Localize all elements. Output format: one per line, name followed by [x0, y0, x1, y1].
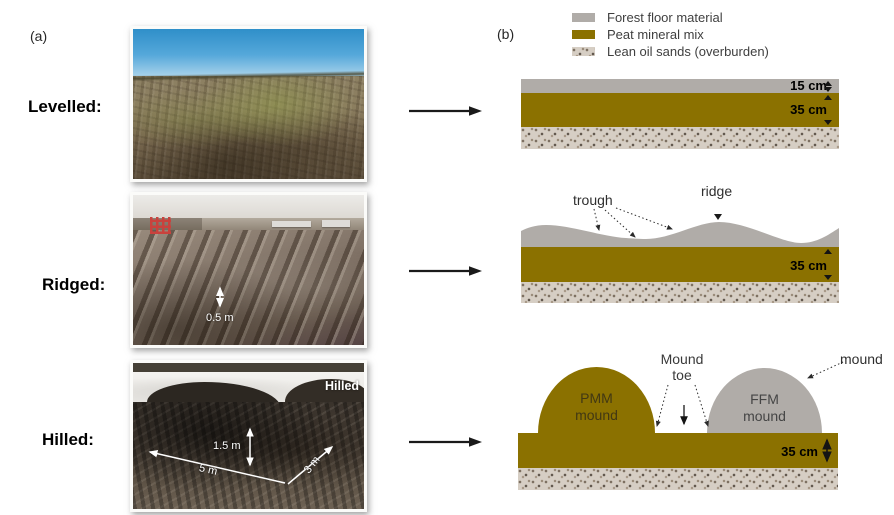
depth-arrow-down-icon — [824, 120, 832, 125]
levelled-site-photo — [130, 26, 367, 182]
legend-label: Lean oil sands (overburden) — [607, 44, 769, 59]
depth-arrow-up-icon — [824, 95, 832, 100]
ridged-diagram: trough ridge 35 cm — [521, 182, 839, 303]
annotation-hilled-caption: Hilled — [325, 379, 360, 393]
legend-item-lean-oil-sands: Lean oil sands (overburden) — [572, 45, 769, 58]
photo-ridged-soil — [133, 229, 364, 345]
ffm-mound-label: FFM mound — [743, 391, 786, 424]
photo-ground — [133, 75, 364, 179]
depth-arrow-down-icon — [824, 87, 832, 92]
forest-floor-wavy-layer — [521, 222, 839, 247]
legend-item-forest-floor: Forest floor material — [572, 11, 723, 24]
building — [271, 220, 311, 227]
hilled-measure-arrows — [148, 427, 334, 485]
trough-ridge-pointer-arrows — [593, 207, 722, 238]
panel-a-label: (a) — [30, 28, 48, 44]
photo-dirt-strip — [133, 363, 364, 372]
building — [322, 219, 351, 227]
pmm-mound-label: PMM mound — [575, 390, 618, 423]
peat-mineral-layer — [521, 93, 839, 127]
flow-arrow-hilled — [409, 437, 482, 447]
legend-swatch-peat-mineral — [572, 30, 595, 39]
legend-label: Peat mineral mix — [607, 27, 704, 42]
forest-floor-layer — [521, 79, 839, 93]
annotation-ridge-height: 0.5 m — [206, 312, 234, 324]
lean-oil-sands-layer — [518, 468, 838, 490]
hilled-diagram: PMM mound FFM mound Mound toe mound 35 c… — [518, 348, 894, 492]
peat-mineral-layer — [518, 433, 838, 468]
photo-sky — [133, 29, 364, 76]
ridge-label: ridge — [701, 183, 733, 199]
row-title-levelled: Levelled: — [28, 97, 102, 116]
levelled-diagram: 15 cm 35 cm — [521, 79, 839, 149]
depth-arrow-up-icon — [824, 249, 832, 254]
legend-swatch-lean-oil-sands — [572, 47, 595, 56]
legend-swatch-forest-floor — [572, 13, 595, 22]
depth-arrow-up-icon — [824, 80, 832, 86]
mound-toe-label: Mound toe — [660, 351, 704, 383]
mound-label: mound — [840, 351, 883, 367]
row-title-ridged: Ridged: — [42, 275, 106, 294]
panel-b-label: (b) — [497, 26, 515, 42]
flow-arrow-ridged — [409, 266, 482, 276]
hilled-site-photo: Hilled 1.5 m 5 m 3 m — [130, 360, 367, 512]
legend-item-peat-mineral: Peat mineral mix — [572, 28, 704, 41]
peat-mineral-layer — [521, 247, 839, 282]
photo-sky — [133, 195, 364, 218]
red-survey-marker — [150, 217, 171, 234]
pmm-depth-label: 35 cm — [781, 444, 818, 459]
legend-label: Forest floor material — [607, 10, 723, 25]
depth-arrow-down-icon — [824, 275, 832, 280]
ridged-site-photo: 0.5 m — [130, 192, 367, 348]
row-title-hilled: Hilled: — [42, 430, 94, 449]
flow-arrow-levelled — [409, 106, 482, 116]
pmm-depth-label: 35 cm — [790, 102, 827, 117]
trough-label: trough — [573, 192, 613, 208]
hilled-pointer-arrows — [655, 361, 844, 463]
ridge-pointer-icon — [714, 214, 722, 220]
pmm-depth-label: 35 cm — [790, 258, 827, 273]
ffm-depth-label: 15 cm — [790, 78, 827, 93]
height-arrow-0-5m — [216, 286, 224, 308]
annotation-mound-height: 1.5 m — [213, 440, 241, 452]
lean-oil-sands-layer — [521, 282, 839, 303]
lean-oil-sands-layer — [521, 127, 839, 149]
